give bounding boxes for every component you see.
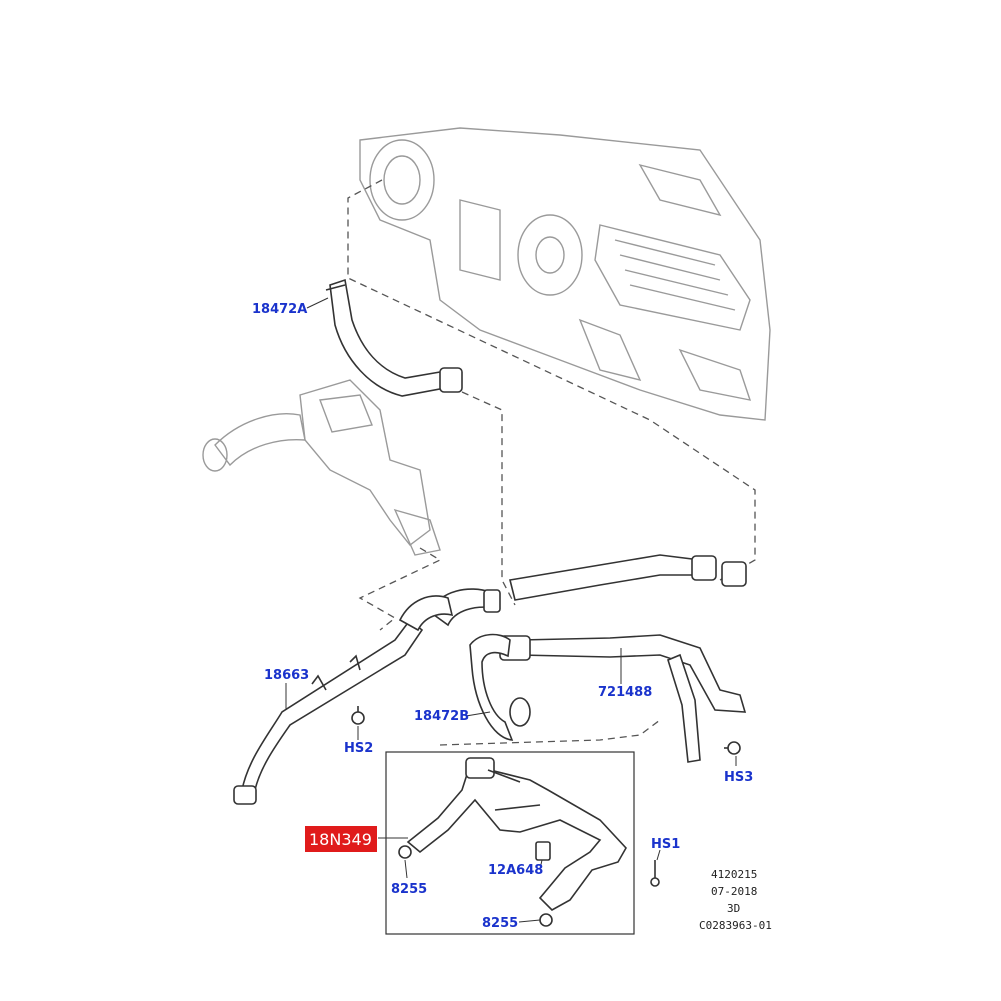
fastener-12A648[interactable] — [535, 841, 551, 861]
pump-assembly-illustration — [202, 379, 441, 556]
bolt-HS1[interactable] — [650, 860, 660, 887]
hose-18472A[interactable] — [325, 278, 463, 397]
callout-721488[interactable]: 721488 — [598, 685, 652, 700]
callout-18N349[interactable]: 18N349 — [309, 830, 372, 849]
callout-12A648[interactable]: 12A648 — [488, 863, 543, 878]
hose-721488[interactable] — [499, 554, 747, 763]
callout-18472A[interactable]: 18472A — [252, 302, 307, 317]
callout-HS3[interactable]: HS3 — [724, 770, 753, 785]
detail-frame — [385, 751, 635, 935]
highlight-box — [305, 826, 377, 852]
bracket-18N349[interactable] — [406, 757, 627, 911]
callout-18N349-highlight[interactable]: 18N349 — [305, 826, 377, 852]
bolt-HS2[interactable] — [351, 706, 365, 725]
drawing-view: 3D — [727, 902, 740, 915]
callout-18663[interactable]: 18663 — [264, 668, 309, 683]
clip-8255-lower[interactable] — [539, 913, 553, 927]
tube-18663[interactable] — [233, 595, 454, 805]
bolt-HS3[interactable] — [724, 741, 741, 755]
leader-lines — [285, 297, 737, 923]
callout-8255-lower[interactable]: 8255 — [482, 916, 518, 931]
drawing-date: 07-2018 — [711, 885, 757, 898]
callout-HS1[interactable]: HS1 — [651, 837, 680, 852]
drawing-code: C0283963-01 — [699, 919, 772, 932]
assembly-guide-lines — [347, 179, 756, 746]
hvac-unit-illustration — [359, 127, 771, 421]
drawing-number: 4120215 — [711, 868, 757, 881]
clip-8255-upper[interactable] — [398, 845, 412, 859]
callout-18472B[interactable]: 18472B — [414, 709, 469, 724]
callout-HS2[interactable]: HS2 — [344, 741, 373, 756]
callout-8255-upper[interactable]: 8255 — [391, 882, 427, 897]
